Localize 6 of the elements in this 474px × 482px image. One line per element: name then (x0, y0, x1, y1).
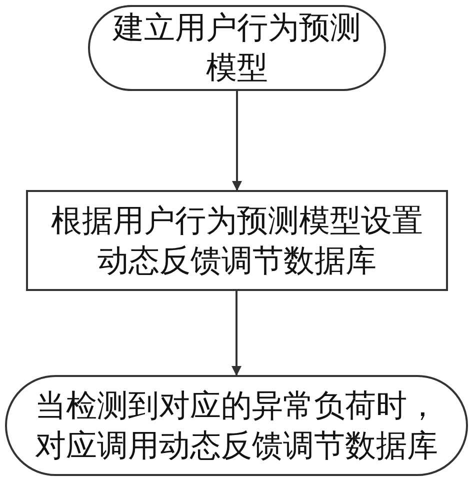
arrow (232, 291, 242, 376)
process-box (26, 190, 448, 291)
node-text: 根据用户行为预测模型设置动态反馈调节数据库 (50, 202, 424, 280)
node-text: 建立用户行为预测模型 (112, 9, 362, 88)
arrow (232, 91, 242, 191)
node-text: 当检测到对应的异常负荷时，对应调用动态反馈调节数据库 (34, 386, 439, 466)
